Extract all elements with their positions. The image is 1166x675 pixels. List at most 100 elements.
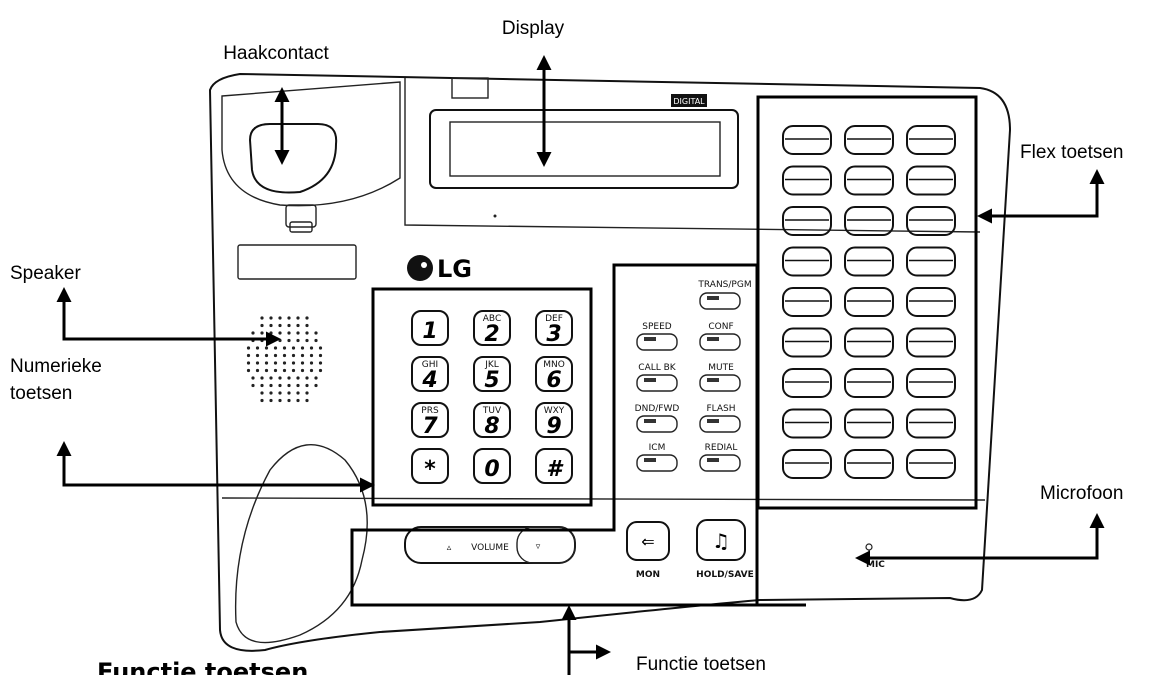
speaker-grille: [246, 316, 323, 403]
flex-key[interactable]: [906, 246, 956, 277]
key-dnd-fwd[interactable]: DND/FWD: [635, 404, 680, 433]
key-letters: JKL: [484, 360, 499, 370]
key-digit: 6: [546, 368, 561, 393]
flex-keys: [782, 125, 956, 479]
key-icm[interactable]: ICM: [636, 443, 678, 472]
flex-key[interactable]: [844, 327, 894, 358]
label-numerieke: Numerieke: [10, 356, 102, 377]
key-digit: 1: [422, 319, 437, 344]
flex-key[interactable]: [906, 408, 956, 439]
keypad-key-hash[interactable]: #: [535, 448, 573, 484]
flex-arrow: [977, 169, 1105, 224]
flex-key[interactable]: [844, 125, 894, 155]
svg-text:DND/FWD: DND/FWD: [635, 404, 680, 414]
flex-key[interactable]: [844, 246, 894, 277]
flex-key[interactable]: [782, 125, 832, 155]
key-flash[interactable]: FLASH: [699, 404, 741, 433]
flex-key[interactable]: [844, 287, 894, 317]
key-letters: WXY: [544, 406, 565, 416]
key-conf[interactable]: CONF: [699, 322, 741, 351]
key-digit: 8: [484, 414, 499, 439]
flex-key[interactable]: [906, 206, 956, 236]
flex-key[interactable]: [844, 165, 894, 196]
key-speed[interactable]: SPEED: [636, 322, 678, 351]
key-trans-pgm[interactable]: TRANS/PGM: [697, 280, 752, 310]
key-letters: DEF: [545, 314, 563, 324]
volume-key[interactable]: VOLUME ▵ ▿: [404, 526, 576, 564]
flex-key[interactable]: [782, 206, 832, 236]
flex-key[interactable]: [906, 327, 956, 358]
volume-up-icon: ▵: [447, 543, 452, 553]
keypad-key-1[interactable]: 1: [411, 310, 449, 346]
label-haakcontact: Haakcontact: [223, 43, 329, 64]
key-digit: 3: [546, 322, 561, 347]
flex-key[interactable]: [844, 368, 894, 398]
svg-text:CONF: CONF: [708, 322, 733, 332]
flex-key[interactable]: [782, 327, 832, 358]
flex-key[interactable]: [782, 165, 832, 196]
flex-key[interactable]: [782, 287, 832, 317]
key-mute[interactable]: MUTE: [699, 363, 741, 392]
key-call-bk[interactable]: CALL BK: [636, 363, 678, 392]
flex-key[interactable]: [906, 165, 956, 196]
hold-save-key[interactable]: ♫ HOLD/SAVE: [696, 519, 754, 580]
flex-key[interactable]: [844, 408, 894, 439]
key-letters: MNO: [543, 360, 565, 370]
label-display: Display: [502, 18, 565, 39]
brand-text: LG: [437, 255, 472, 283]
key-letters: GHI: [422, 360, 438, 370]
flex-key[interactable]: [844, 206, 894, 236]
key-letters: PRS: [421, 406, 439, 416]
svg-text:TRANS/PGM: TRANS/PGM: [697, 280, 751, 290]
arrows: [56, 55, 1105, 675]
key-digit: 2: [484, 322, 499, 347]
flex-key[interactable]: [906, 449, 956, 479]
svg-text:SPEED: SPEED: [642, 322, 672, 332]
key-digit: 7: [422, 414, 438, 439]
mic-arrow: [855, 513, 1105, 566]
svg-text:REDIAL: REDIAL: [705, 443, 738, 453]
flex-key[interactable]: [782, 368, 832, 398]
key-digit: 4: [421, 368, 437, 393]
flex-key[interactable]: [906, 287, 956, 317]
keypad-key-star[interactable]: *: [411, 448, 449, 484]
volume-down-icon: ▿: [536, 542, 541, 552]
key-redial[interactable]: REDIAL: [699, 443, 741, 472]
digital-badge-text: DIGITAL: [673, 97, 705, 106]
flex-key[interactable]: [906, 368, 956, 398]
key-digit: *: [424, 457, 436, 482]
mon-key[interactable]: ⇐ MON: [626, 521, 670, 580]
flex-key[interactable]: [782, 246, 832, 277]
svg-text:MON: MON: [636, 570, 660, 580]
key-letters: ABC: [483, 314, 501, 324]
lg-logo-icon: [407, 255, 433, 281]
label-microfoon: Microfoon: [1040, 483, 1123, 504]
flex-key[interactable]: [844, 449, 894, 479]
key-digit: 5: [484, 368, 499, 393]
flex-highlight-box: [756, 95, 978, 510]
label-toetsen: toetsen: [10, 383, 72, 404]
svg-text:CALL BK: CALL BK: [638, 363, 677, 373]
label-flex-toetsen: Flex toetsen: [1020, 142, 1124, 163]
svg-text:MIC: MIC: [866, 560, 885, 570]
phone-body: DIGITAL LG: [208, 72, 1012, 652]
speaker-arrow: [56, 287, 281, 347]
digital-badge: [671, 94, 707, 107]
flex-key[interactable]: [782, 449, 832, 479]
flex-key[interactable]: [906, 125, 956, 155]
flex-key[interactable]: [782, 408, 832, 439]
heading-functie-toetsen: Functie toetsen: [97, 658, 308, 675]
keypad-arrow: [56, 441, 375, 493]
svg-text:VOLUME: VOLUME: [471, 543, 509, 553]
keypad-key-0[interactable]: 0: [473, 448, 511, 484]
label-functie-toetsen: Functie toetsen: [636, 654, 766, 675]
